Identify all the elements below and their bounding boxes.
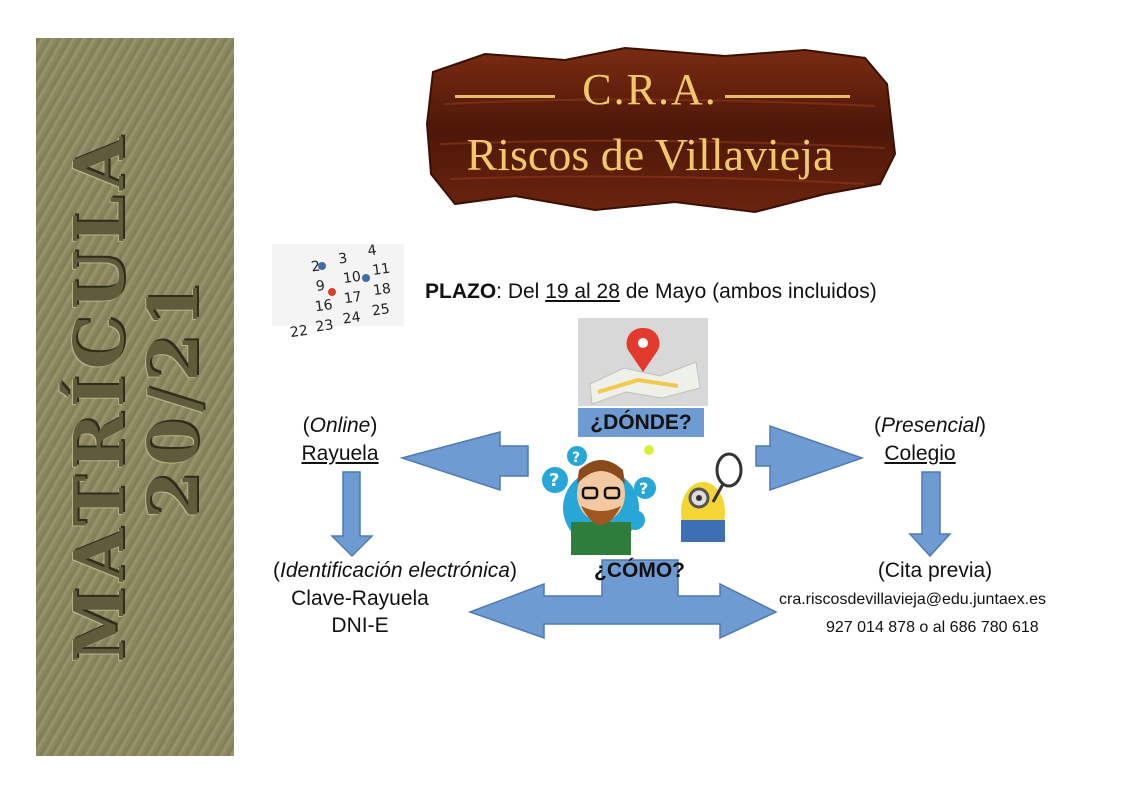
cita-previa-label: (Cita previa) <box>877 559 993 582</box>
deadline-text: PLAZO: Del 19 al 28 de Mayo (ambos inclu… <box>425 280 877 304</box>
online-requirement: (Identificación electrónica) <box>273 559 517 582</box>
clave-rayuela-item: Clave-Rayuela <box>291 587 429 610</box>
logo-subtitle: Riscos de Villavieja <box>466 129 834 180</box>
cal-num: 3 <box>337 251 348 268</box>
rayuela-link[interactable]: Rayuela <box>301 442 379 465</box>
calendar-pin-icon <box>318 262 326 270</box>
deadline-text-b: de Mayo (ambos incluidos) <box>619 280 877 303</box>
question-icon <box>634 477 656 499</box>
online-mode-label: Online <box>309 414 371 437</box>
deadline-dates: 19 al 28 <box>545 280 620 303</box>
cal-num: 24 <box>342 309 362 327</box>
colegio-link[interactable]: Colegio <box>884 442 956 465</box>
where-heading: ¿DÓNDE? <box>578 408 704 437</box>
electronic-id-label: Identificación electrónica <box>280 559 510 582</box>
cal-num: 11 <box>371 261 391 279</box>
deadline-label: PLAZO <box>425 280 497 303</box>
man-character <box>571 522 631 555</box>
question-icon <box>567 446 587 466</box>
arrow-como-double <box>467 559 778 640</box>
svg-text:?: ? <box>572 450 580 466</box>
calendar-pin-icon <box>328 288 336 296</box>
arrow-to-presencial <box>755 424 865 492</box>
cal-num: 9 <box>315 278 326 295</box>
school-email[interactable]: cra.riscosdevillavieja@edu.juntaex.es <box>779 591 1047 608</box>
characters-illustration: ? ? ? ? <box>542 445 743 555</box>
presencial-mode-label: Presencial <box>880 414 980 437</box>
cal-num: 4 <box>367 242 378 259</box>
logo-rule-left <box>455 95 555 98</box>
logo-rule-right <box>725 95 850 98</box>
how-heading: ¿CÓMO? <box>594 559 685 582</box>
online-mode: (Online) <box>302 414 378 437</box>
arrow-down-presencial <box>908 471 952 558</box>
cal-num: 10 <box>342 269 362 287</box>
school-logo <box>425 46 897 214</box>
map-pin-icon <box>578 318 708 406</box>
padel-racket-icon <box>715 452 743 488</box>
svg-text:?: ? <box>639 479 648 498</box>
deadline-text-a: : Del <box>496 280 546 303</box>
calendar-pin-icon <box>362 274 370 282</box>
presencial-mode: (Presencial) <box>873 414 987 437</box>
cal-num: 16 <box>314 297 334 315</box>
cal-num: 18 <box>372 281 392 299</box>
arrow-to-online <box>399 431 529 492</box>
cal-num: 25 <box>371 301 391 319</box>
cal-num: 2 <box>310 258 321 275</box>
dni-e-item: DNI-E <box>331 614 389 637</box>
cal-num: 17 <box>343 289 363 307</box>
school-phones: 927 014 878 o al 686 780 618 <box>826 619 1039 636</box>
cal-num: 23 <box>315 317 335 335</box>
question-icon <box>542 467 568 493</box>
svg-text:?: ? <box>549 470 559 491</box>
cal-num: 22 <box>289 323 309 341</box>
calendar-image: 2 3 4 9 10 11 16 17 18 22 23 24 25 <box>272 242 404 341</box>
arrow-down-online <box>330 471 374 558</box>
matricula-banner: MATRÍCULA 20/21 <box>36 38 234 756</box>
logo-title: C.R.A. <box>582 65 718 114</box>
